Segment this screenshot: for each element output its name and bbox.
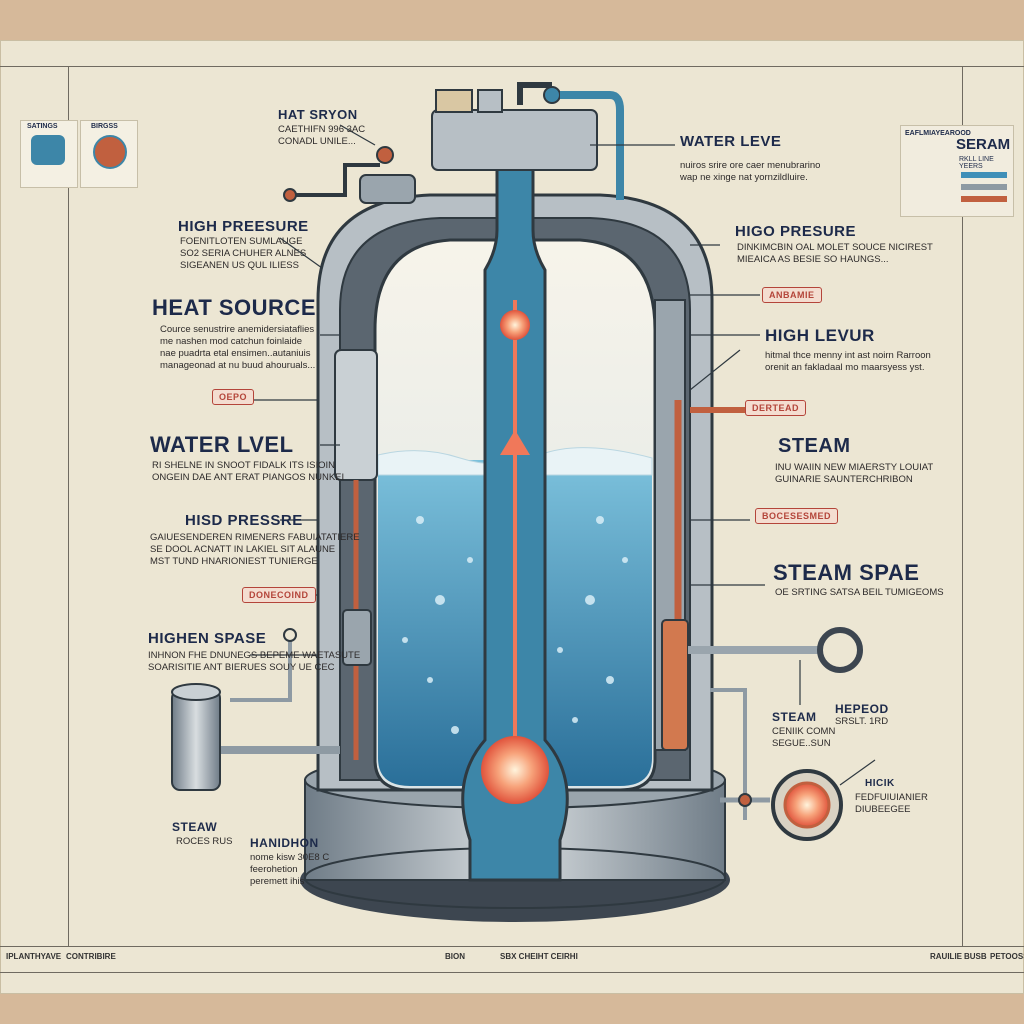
frame-bottom-line xyxy=(0,946,1024,947)
label-high-pressure-left: HIGH PREESURE xyxy=(178,218,309,235)
thumbnail-left-1: SATINGS xyxy=(20,120,78,188)
desc-steam-spae: OE SRTING SATSA BEIL TUMIGEOMS xyxy=(775,587,944,598)
bubbles xyxy=(402,516,628,734)
desc-highen-spase: INHNON FHE DNUNEGS BEPEME WAETASUTE SOAR… xyxy=(148,650,361,673)
left-outlet-pump-top xyxy=(171,683,221,701)
legend-sub: RKLL LINE YEERS xyxy=(959,156,994,170)
footer-left-2: CONTRIBIRE xyxy=(66,952,116,961)
heat-core xyxy=(481,736,549,804)
label-steam-lower: STEAM xyxy=(772,710,817,724)
left-valve-wheel xyxy=(376,146,394,164)
desc-water-leve-top: nuiros srire ore caer menubrarino wap ne… xyxy=(680,160,821,183)
right-legend-box: EAFLMIAYEAROOD SERAM RKLL LINE YEERS xyxy=(900,125,1014,217)
riser-arrow xyxy=(500,430,530,455)
right-bottom-pipe xyxy=(710,688,747,820)
frame-left-line xyxy=(68,66,69,946)
right-top-pipe xyxy=(560,91,624,200)
desc-higo-presure: DINKIMCBIN OAL MOLET SOUCE NICIREST MIEA… xyxy=(737,242,933,265)
tag-anbamie: ANBAMIE xyxy=(762,287,822,303)
right-bottom-valve-knob xyxy=(738,793,752,807)
top-cap xyxy=(431,109,598,171)
left-column-lower xyxy=(342,609,372,666)
left-gauge-pipe xyxy=(230,640,292,702)
thumbnail-icon-2 xyxy=(93,135,127,169)
label-hisd-pressre: HISD PRESSRE xyxy=(185,512,303,529)
top-block-2 xyxy=(477,89,503,113)
desc-steam-mid: INU WAIIN NEW MIAERSTY LOUIAT GUINARIE S… xyxy=(775,462,934,485)
label-hepeod: HEPEOD xyxy=(835,702,889,716)
tag-bocesesmed: BOCESESMED xyxy=(755,508,839,524)
right-bottom-gauge-core xyxy=(783,781,831,829)
thumbnail-icon-1 xyxy=(31,135,65,165)
label-steam-mid: STEAM xyxy=(778,435,851,457)
footer-right-1: RAUILIE xyxy=(930,952,962,961)
right-copper-cyl xyxy=(661,619,689,751)
leader-lines xyxy=(250,124,876,786)
desc-hat-sryon: CAETHIFN 996 3AC CONADL UNILE... xyxy=(278,124,366,147)
thumbnail-label-1: SATINGS xyxy=(27,123,58,130)
label-water-leve-top: WATER LEVE xyxy=(680,133,782,150)
frame-right-line xyxy=(962,66,963,946)
footer-left-1: IPLANTHYAVE xyxy=(6,952,62,961)
frame-top-line xyxy=(0,66,1024,67)
label-higo-presure: HIGO PRESURE xyxy=(735,223,857,240)
desc-steaw: ROCES RUS xyxy=(176,836,233,847)
top-pipe xyxy=(517,82,552,105)
label-hanidhon: HANIDHON xyxy=(250,836,319,850)
label-heat-source: HEAT SOURCE xyxy=(152,295,316,320)
label-steam-spae: STEAM SPAE xyxy=(773,560,920,585)
label-hicik: HICIK xyxy=(865,778,895,789)
label-high-levur: HIGH LEVUR xyxy=(765,326,875,345)
thumbnail-label-2: BIRGSS xyxy=(91,123,118,130)
left-outlet-pump xyxy=(171,689,221,791)
desc-hicik: FEDFUIUIANIER DIUBEEGEE xyxy=(855,792,928,815)
desc-high-levur: hitmal thce menny int ast noirn Rarroon … xyxy=(765,350,931,373)
desc-hanidhon: nome kisw 30E8 C feerohetion peremett ih… xyxy=(250,852,330,887)
tag-donecoind: DONECOIND xyxy=(242,587,316,603)
left-valve-pipe xyxy=(288,163,380,197)
footer-mid-2: SBX CHEIHT CEIRHI xyxy=(500,952,578,961)
desc-water-lvel: RI SHELNE IN SNOOT FIDALK ITS ISIOIN ONG… xyxy=(152,460,345,483)
legend-title: SERAM xyxy=(956,136,1011,153)
riser-upper-glow xyxy=(500,310,530,340)
top-block xyxy=(435,89,473,113)
left-gauge xyxy=(283,628,297,642)
desc-steam-lower: CENIIK COMN SEGUE..SUN xyxy=(772,726,836,749)
desc-high-pressure-left: FOENITLOTEN SUMLAUGE SO2 SERIA CHUHER AL… xyxy=(180,236,307,271)
tag-dertead: DERTEAD xyxy=(745,400,807,416)
label-highen-spase: HIGHEN SPASE xyxy=(148,630,267,647)
footer-right-3: PETOOSS xyxy=(990,952,1024,961)
right-outlet-ring xyxy=(817,627,863,673)
desc-hepeod: SRSLT. 1RD xyxy=(835,716,889,727)
legend-swatch-copper xyxy=(961,196,1007,202)
left-valve-end xyxy=(283,188,297,202)
legend-swatch-water xyxy=(961,172,1007,178)
footer-mid-1: BION xyxy=(445,952,465,961)
legend-top-label: EAFLMIAYEAROOD xyxy=(905,130,971,137)
footer-right-2: BUSB xyxy=(964,952,987,961)
tag-oepo: OEPO xyxy=(212,389,255,405)
label-water-lvel: WATER LVEL xyxy=(150,432,294,457)
thumbnail-left-2: BIRGSS xyxy=(80,120,138,188)
top-pipe-knob xyxy=(543,86,561,104)
desc-hisd-pressre: GAIUESENDEREN RIMENERS FABUIATATIERE SE … xyxy=(150,532,360,567)
desc-heat-source: Cource senustrire anemidersiataflies me … xyxy=(160,324,316,371)
frame-bottom-line-2 xyxy=(0,972,1024,973)
label-steaw: STEAW xyxy=(172,820,218,834)
label-hat-sryon: HAT SRYON xyxy=(278,107,358,122)
left-valve-tank xyxy=(359,174,416,204)
legend-swatch-steel xyxy=(961,184,1007,190)
